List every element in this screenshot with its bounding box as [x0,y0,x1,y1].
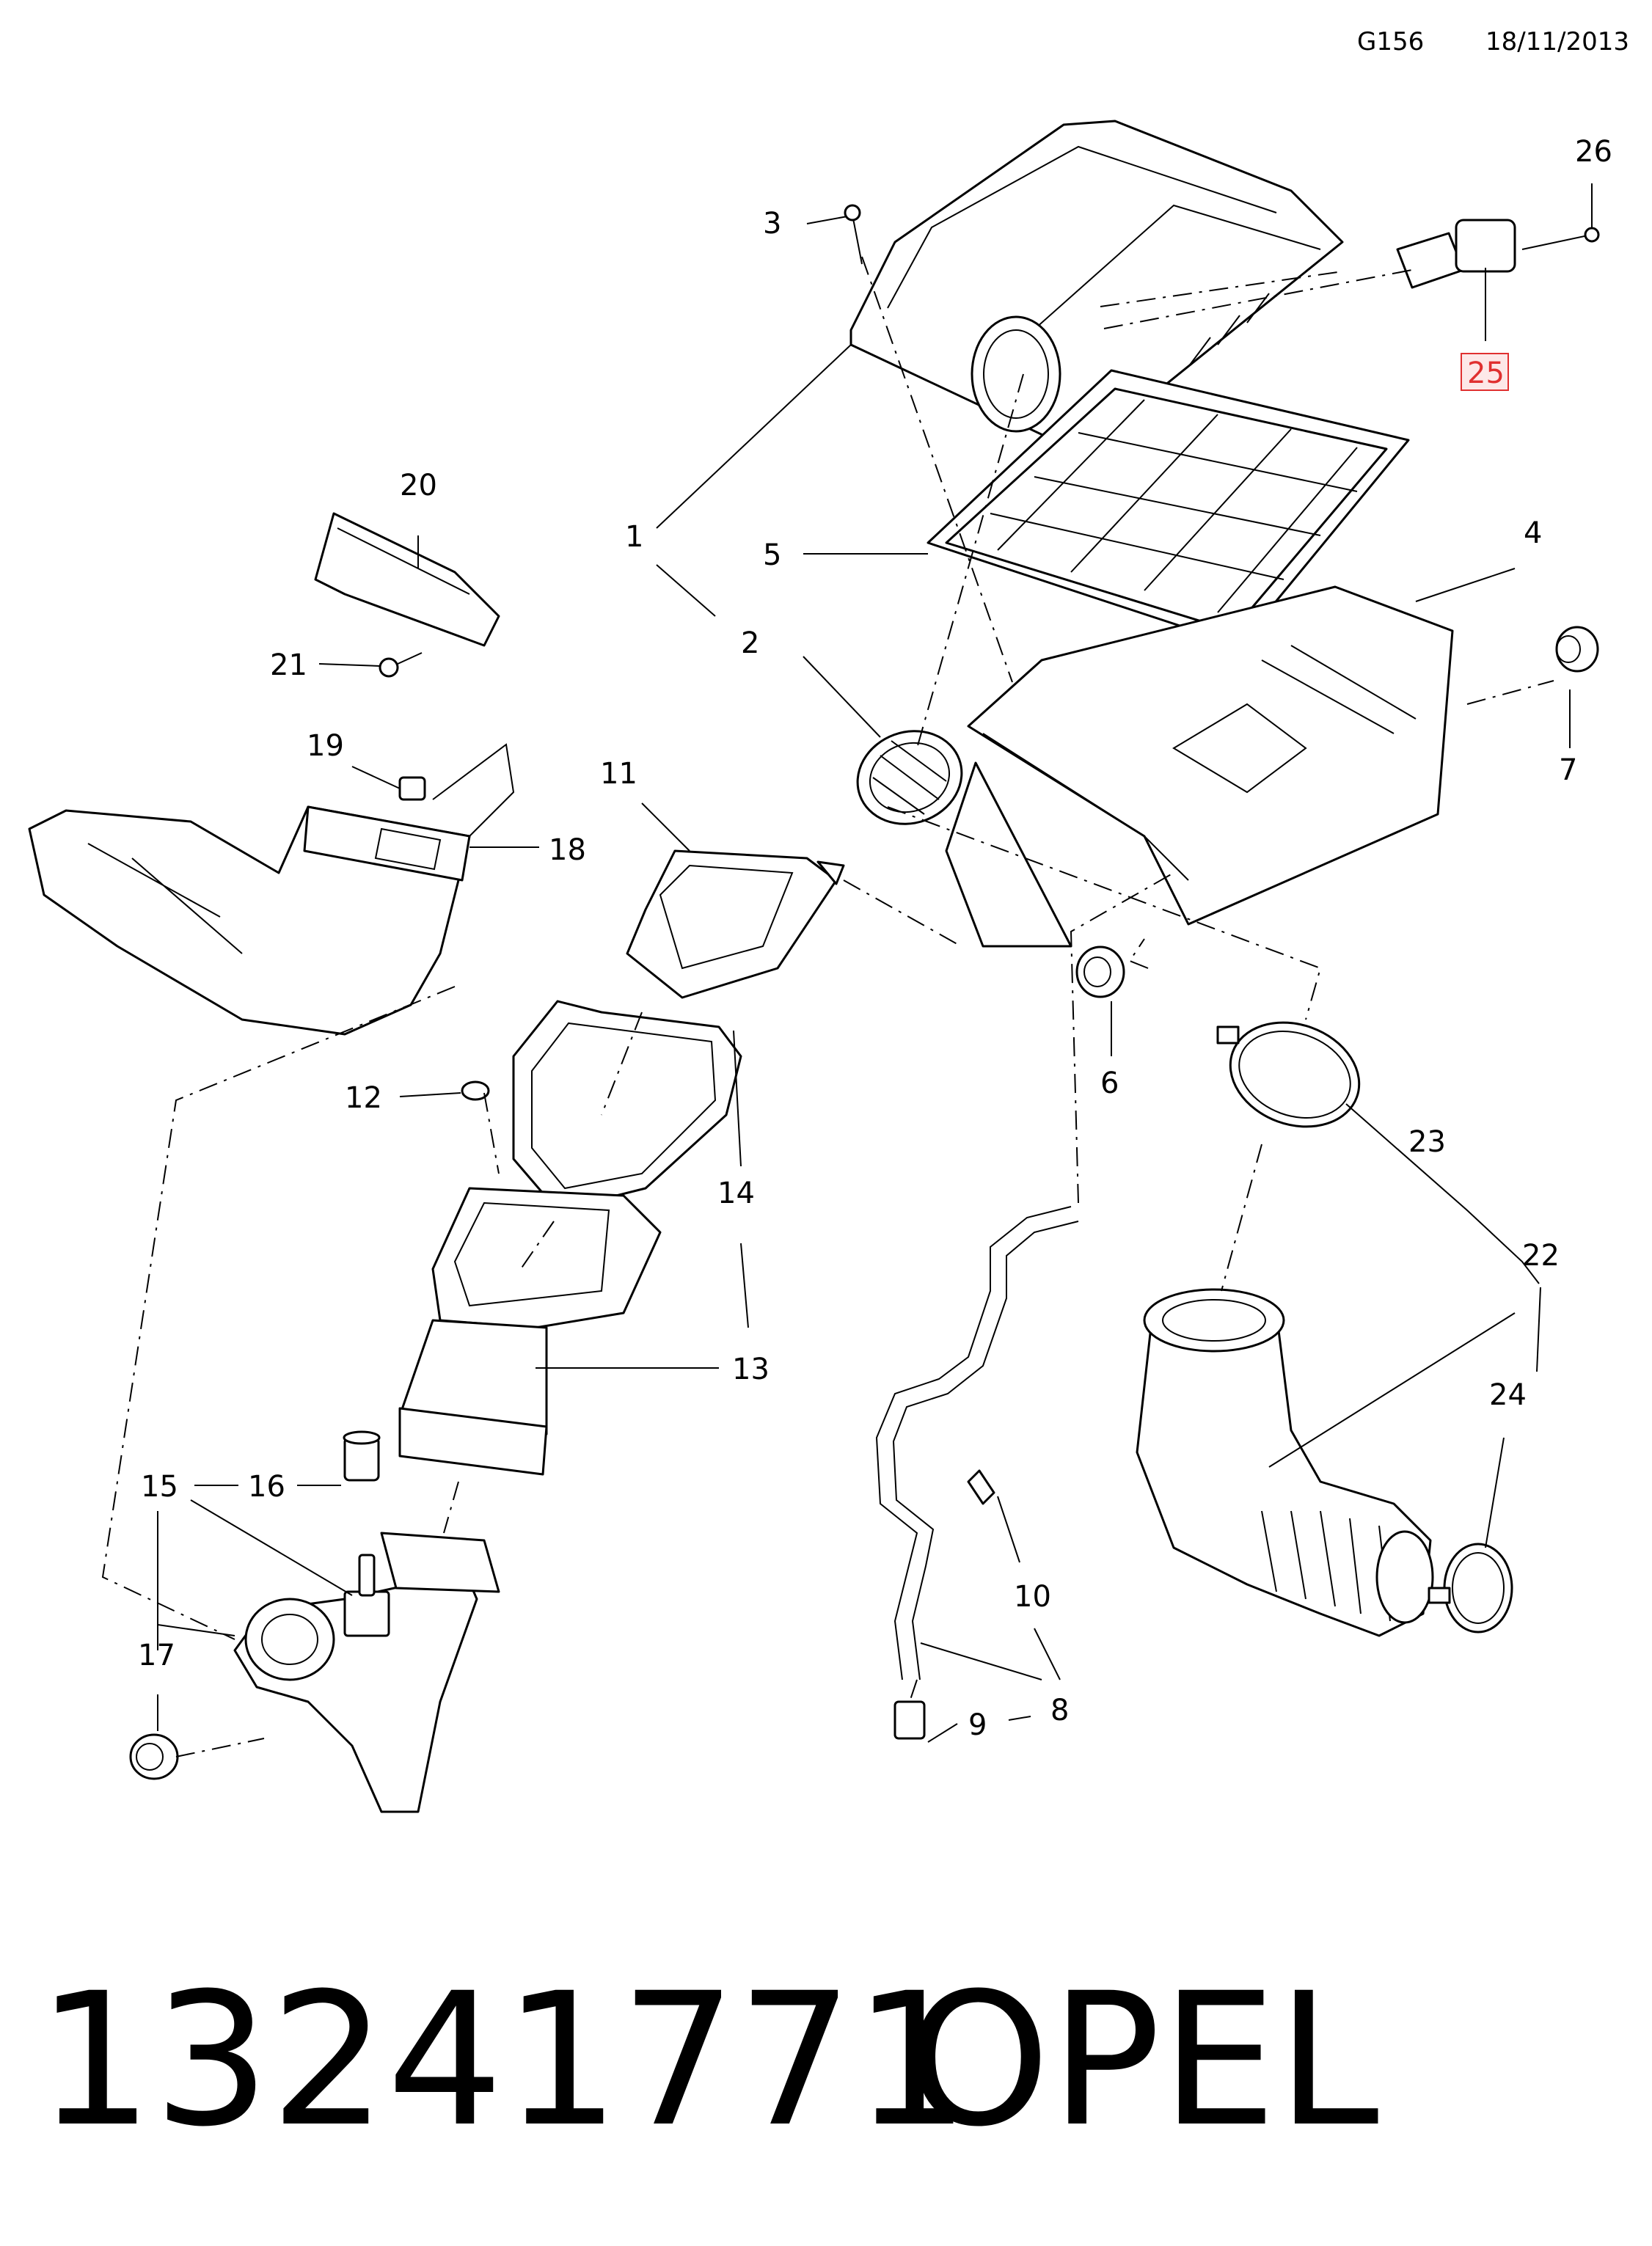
callout-21: 21 [270,648,307,682]
callout-9: 9 [968,1708,987,1742]
sensor-drawing [1396,219,1516,289]
valve-16-drawing [343,1430,381,1482]
clip-12-drawing [461,1080,490,1101]
callout-26: 26 [1575,135,1612,169]
callout-22: 22 [1522,1239,1560,1273]
callout-17: 17 [138,1639,175,1672]
callout-15: 15 [141,1470,178,1504]
diagram-code: G156 [1357,27,1424,56]
callout-1: 1 [625,520,643,554]
callout-5: 5 [763,538,781,572]
bracket-20-drawing [314,512,500,647]
callout-16: 16 [248,1470,285,1504]
callout-14: 14 [717,1177,755,1210]
callout-24: 24 [1489,1378,1527,1412]
screw-21-drawing [379,652,423,678]
callout-13: 13 [732,1353,770,1386]
intake-hose-22-drawing [1136,1288,1434,1637]
resonator-15-drawing [233,1532,500,1813]
callout-19: 19 [307,729,344,763]
clamp-23-drawing [1216,1021,1361,1128]
air-cleaner-cover-drawing [849,120,1344,464]
plug-17-drawing [129,1733,179,1780]
callouts: 1 2 3 4 5 6 7 8 9 10 11 12 13 14 15 16 1… [138,135,1612,1742]
airflow-ring-drawing [856,730,963,825]
callout-20: 20 [400,469,437,502]
callout-3: 3 [763,207,781,241]
callout-10: 10 [1014,1580,1051,1614]
gasket-14-drawing [512,1000,742,1212]
callout-25-highlight [1461,353,1509,391]
duct-13-drawing [398,1187,662,1476]
assembly-lines [101,256,1554,1757]
cover-screw-drawing [844,204,863,265]
part-number: 13241771 [37,1953,970,2167]
callout-7: 7 [1559,753,1577,787]
lower-housing-drawing [945,585,1454,948]
callout-8: 8 [1050,1694,1069,1727]
leader-lines [157,183,1593,1743]
callout-4: 4 [1524,516,1542,550]
sensor-screw-drawing [1521,227,1600,250]
diagram-date: 18/11/2013 [1485,27,1629,56]
callout-18: 18 [549,833,586,867]
duct-section-11-drawing [626,849,845,999]
callout-11: 11 [600,757,637,791]
grommet-6-drawing [1075,945,1125,998]
callout-23: 23 [1408,1125,1446,1159]
callout-25: 25 [1467,356,1505,390]
callout-6: 6 [1100,1067,1119,1100]
bolt-19-drawing [398,776,426,801]
callout-2: 2 [741,626,759,660]
breather-hose-10-drawing [875,1206,1079,1740]
filter-element-drawing [926,369,1410,647]
clamp-24-drawing [1428,1543,1513,1634]
brand-name: OPEL [906,1953,1379,2167]
callout-12: 12 [345,1081,382,1115]
grommet-7-drawing [1555,626,1599,673]
intake-duct-18-drawing [28,743,515,1036]
